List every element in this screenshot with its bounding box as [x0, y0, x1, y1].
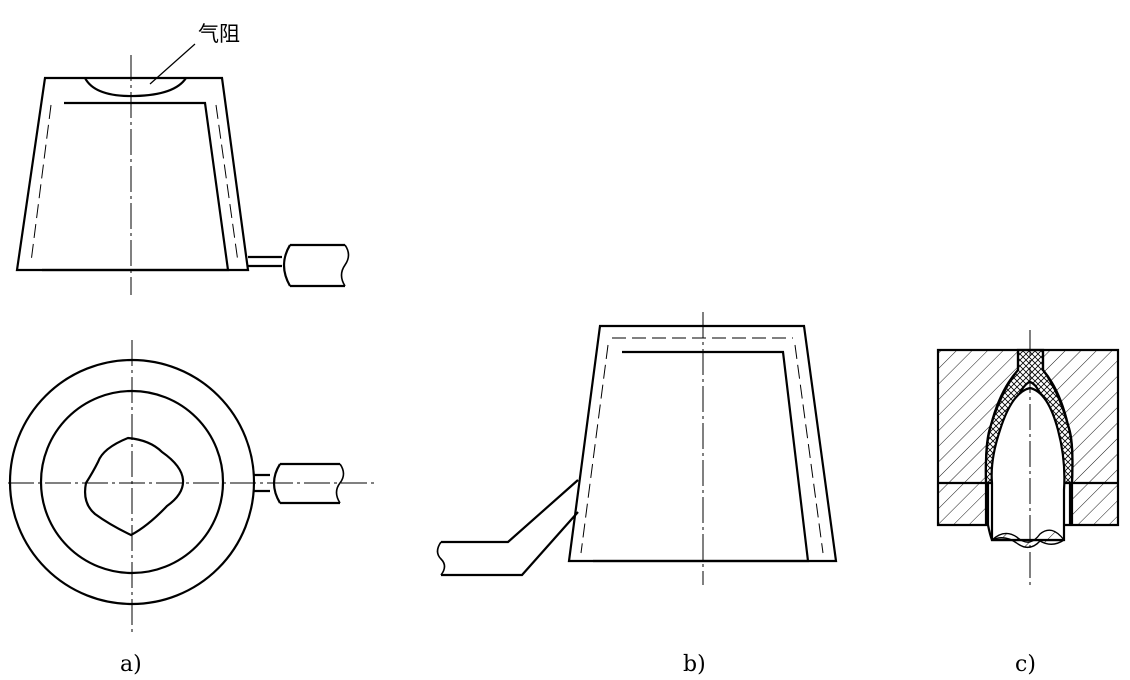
caption-a: a) — [120, 652, 142, 677]
caption-c: c) — [1015, 652, 1036, 677]
pipe-break — [340, 244, 350, 287]
wall-dash-right-b — [794, 344, 824, 554]
side-inlet-break — [436, 541, 446, 576]
caption-b: b) — [683, 652, 706, 677]
side-inlet-pipe — [441, 479, 579, 577]
plan-pipe — [254, 473, 270, 493]
wall-dash-left — [30, 104, 52, 263]
core-body — [990, 386, 1066, 542]
view-c — [936, 330, 1120, 585]
mold-inner-wall — [42, 101, 230, 272]
plan-pipe-break — [335, 463, 345, 504]
mold-outer-wall — [15, 76, 250, 272]
inlet-pipe-body — [282, 243, 345, 288]
wall-dash-right — [215, 104, 239, 263]
wall-dash-left-b — [580, 344, 609, 554]
plan-pipe-body — [272, 462, 340, 505]
mold-outer-wall-b — [567, 324, 838, 563]
view-a-plan — [8, 340, 375, 636]
void-cross-section — [83, 436, 185, 537]
view-a-elevation — [15, 43, 350, 295]
air-pocket — [84, 77, 187, 98]
annotation-leader — [149, 43, 196, 85]
view-b — [436, 312, 838, 585]
annotation-air-pocket: 气阻 — [198, 22, 240, 46]
inlet-pipe — [248, 255, 282, 268]
core-break — [991, 529, 1066, 549]
mold-inner-wall-b — [593, 350, 810, 563]
